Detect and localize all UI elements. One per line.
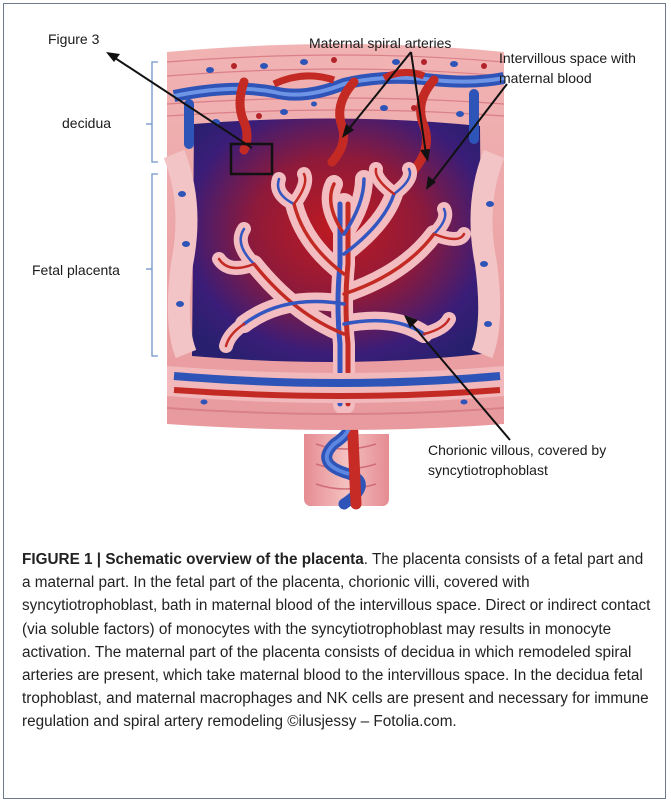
caption-heading: FIGURE 1 | Schematic overview of the pla…: [22, 551, 364, 568]
fetal-placenta-bracket: [152, 174, 158, 356]
figure-caption: FIGURE 1 | Schematic overview of the pla…: [22, 548, 654, 734]
label-decidua: decidua: [62, 114, 111, 132]
label-intervillous-line1: Intervillous space with: [499, 49, 636, 67]
caption-body: . The placenta consists of a fetal part …: [22, 551, 650, 730]
label-fetal-placenta: Fetal placenta: [32, 261, 120, 279]
figure-frame: Figure 3 Maternal spiral arteries Interv…: [3, 3, 666, 799]
label-chorionic-line2: syncytiotrophoblast: [428, 461, 548, 479]
label-figure-3: Figure 3: [48, 30, 99, 48]
label-intervillous-line2: maternal blood: [499, 69, 592, 87]
decidua-bracket: [152, 62, 158, 162]
label-maternal-spiral-arteries: Maternal spiral arteries: [309, 34, 451, 52]
label-chorionic-line1: Chorionic villous, covered by: [428, 441, 606, 459]
